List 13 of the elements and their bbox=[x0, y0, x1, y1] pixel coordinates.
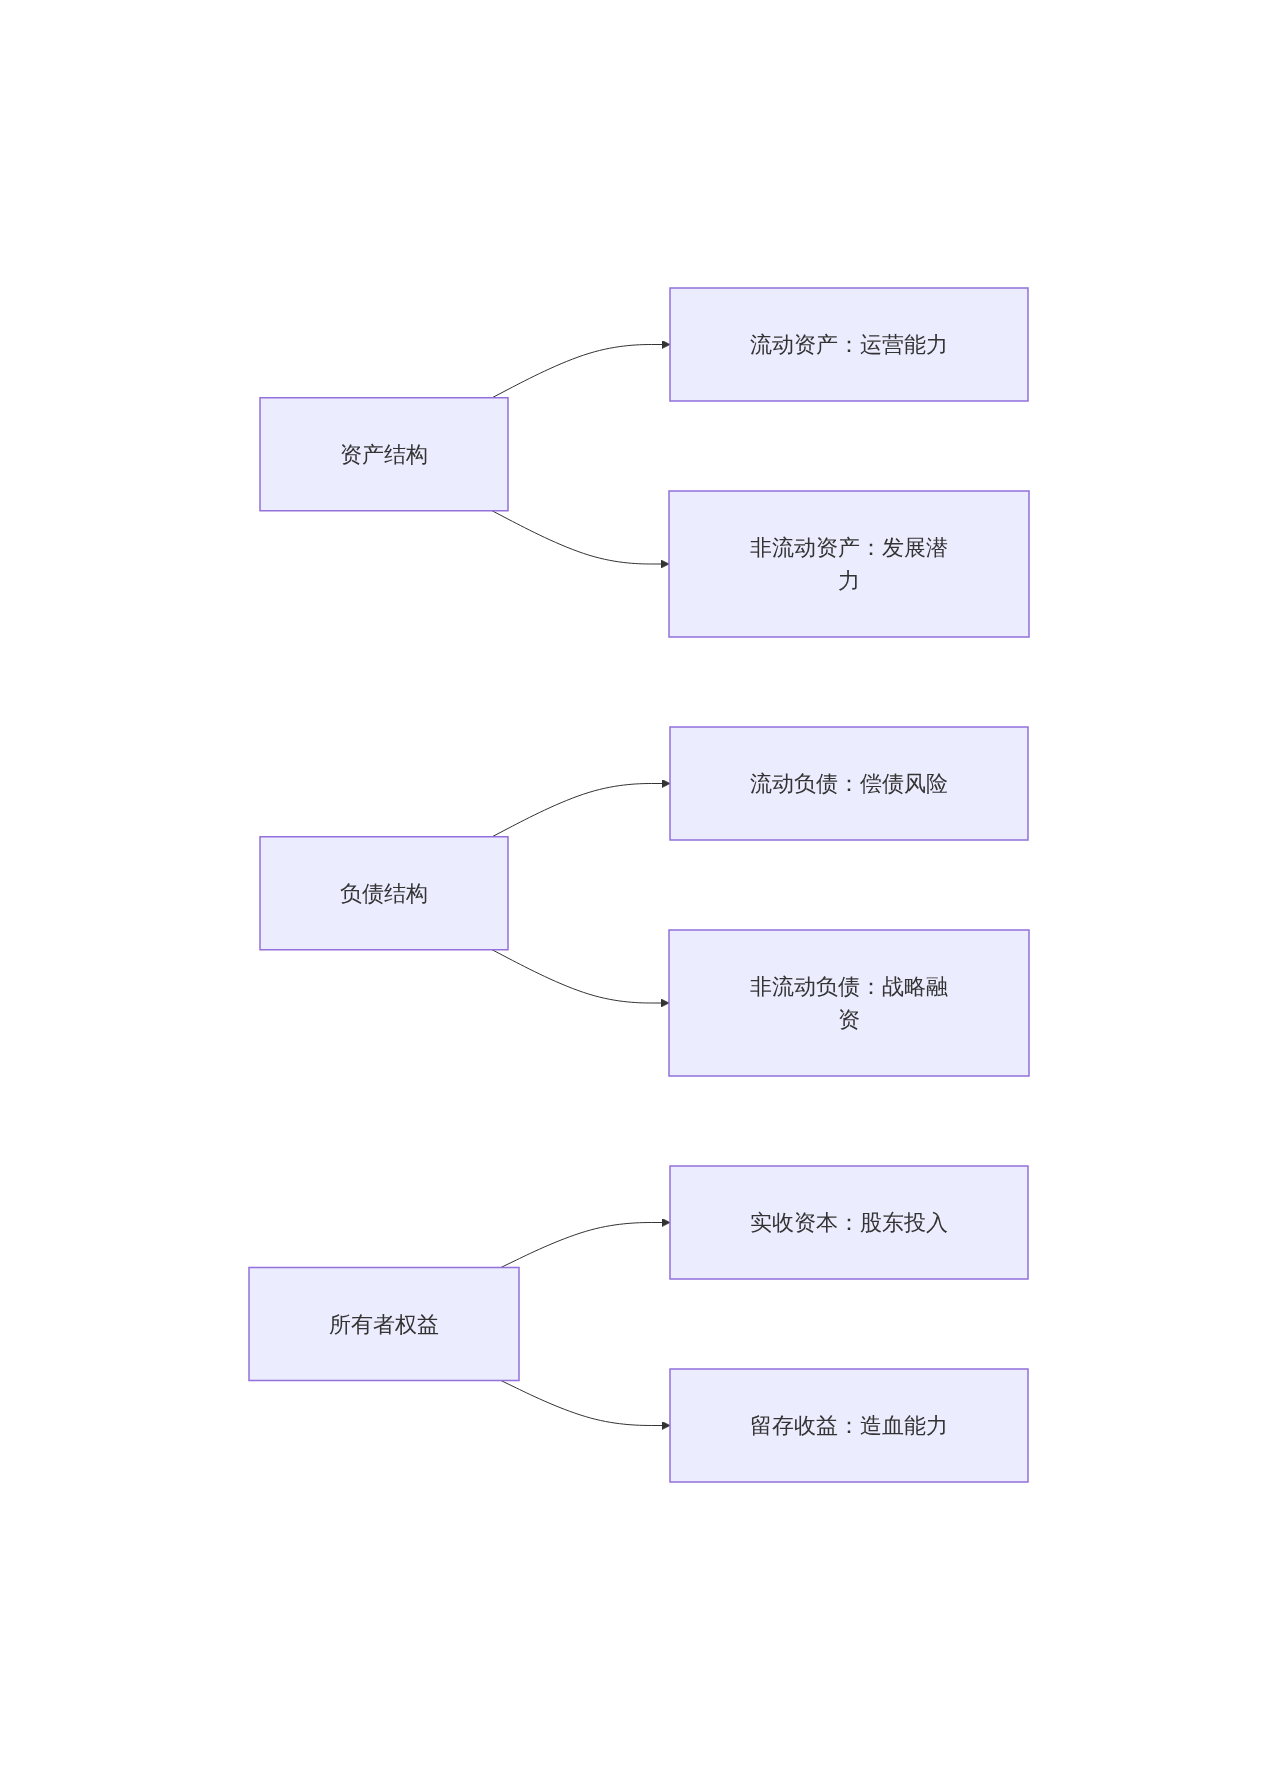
arrow bbox=[500, 1380, 671, 1430]
node-box: 实收资本：股东投入 bbox=[669, 1165, 1029, 1280]
node-box: 非流动负债：战略融资 bbox=[668, 929, 1030, 1077]
node-box: 资产结构 bbox=[259, 397, 509, 512]
node-box: 所有者权益 bbox=[248, 1266, 520, 1382]
node-box: 留存收益：造血能力 bbox=[669, 1368, 1029, 1483]
arrow bbox=[491, 949, 670, 1008]
node-box: 非流动资产：发展潜力 bbox=[668, 490, 1030, 638]
node-box: 流动资产：运营能力 bbox=[669, 287, 1029, 402]
node-box: 负债结构 bbox=[259, 836, 509, 951]
arrow bbox=[491, 510, 670, 569]
node-box: 流动负债：偿债风险 bbox=[669, 726, 1029, 841]
arrow bbox=[500, 1218, 671, 1268]
